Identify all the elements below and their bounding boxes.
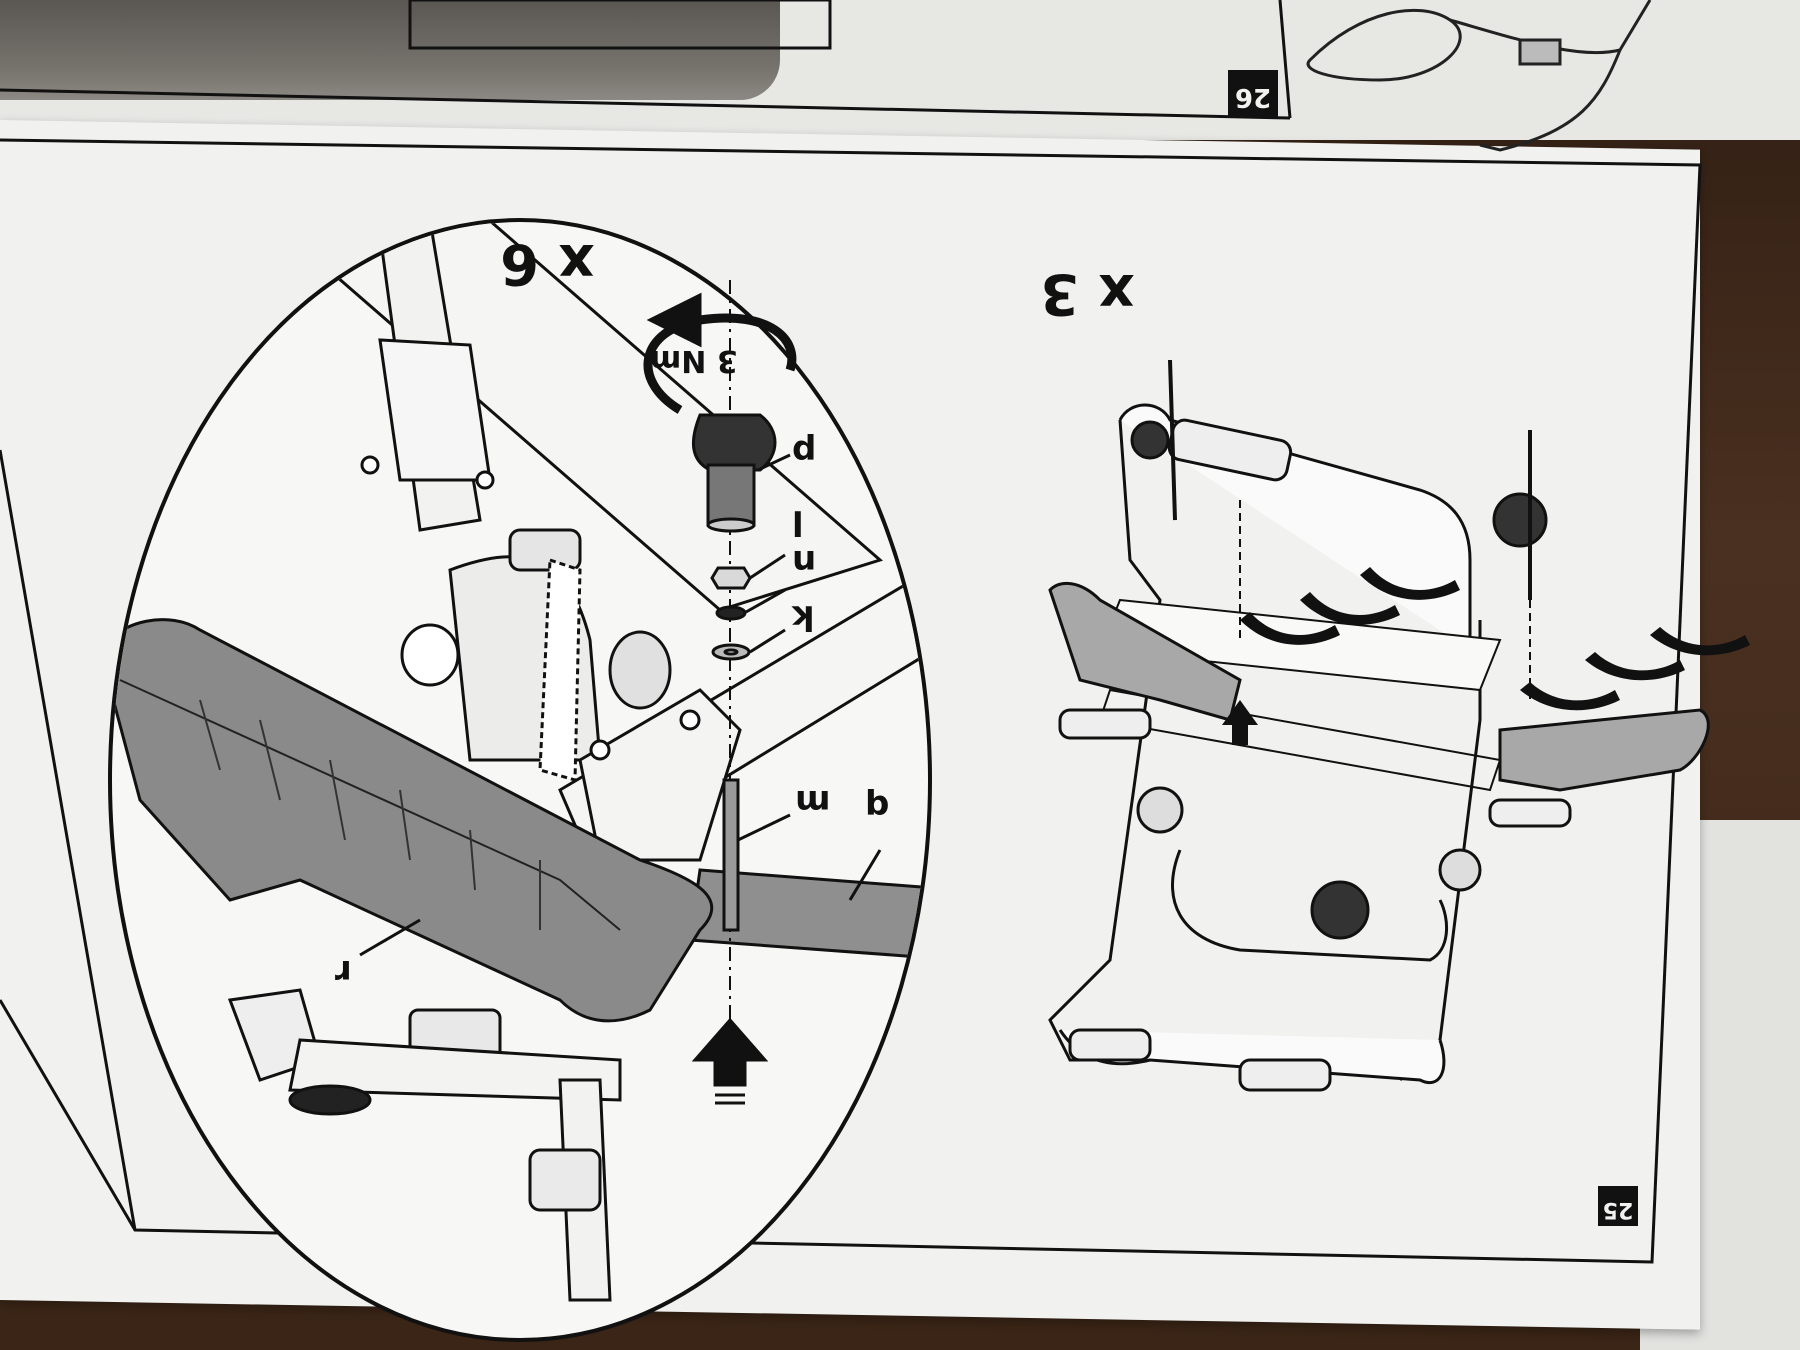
part-label-q: q (865, 787, 890, 827)
overview-multiplier-label: x 3 (1040, 261, 1135, 326)
knob (608, 630, 672, 710)
torque-value-label: 3 Nm (650, 343, 738, 378)
overview-curved-arrows (1240, 567, 1750, 711)
part-r-wheel-tray (112, 618, 714, 1023)
previous-page-shadow (0, 0, 780, 100)
part-l-nut (710, 566, 752, 590)
part-label-l: l (792, 502, 804, 542)
previous-page-number-badge: 26 (1228, 70, 1278, 118)
detail-callout-oval (108, 218, 932, 1342)
part-m-bolt (722, 778, 740, 932)
part-p-knob (691, 413, 777, 472)
part-label-p: p (792, 432, 817, 472)
page-panel-border (0, 138, 1702, 1264)
previous-page-frame (0, 0, 1292, 120)
part-label-k: k (792, 597, 815, 637)
part-p-sleeve (706, 463, 756, 527)
part-n-lock-washer (715, 605, 747, 621)
fastener-stack (359, 280, 882, 1105)
page-number-badge: 25 (1598, 1186, 1638, 1226)
part-label-r: r (335, 952, 352, 992)
overview-bike-rack (1048, 359, 1750, 1092)
detail-multiplier-label: x 6 (500, 231, 595, 296)
overview-tray-left (1048, 581, 1242, 722)
wound-strap (288, 1084, 372, 1116)
overview-tray-right (1498, 708, 1710, 792)
insert-up-arrow (691, 1017, 769, 1087)
part-label-m: m (795, 782, 831, 822)
part-label-n: n (792, 542, 817, 582)
previous-page-bike-rack-sketch (1306, 0, 1652, 152)
